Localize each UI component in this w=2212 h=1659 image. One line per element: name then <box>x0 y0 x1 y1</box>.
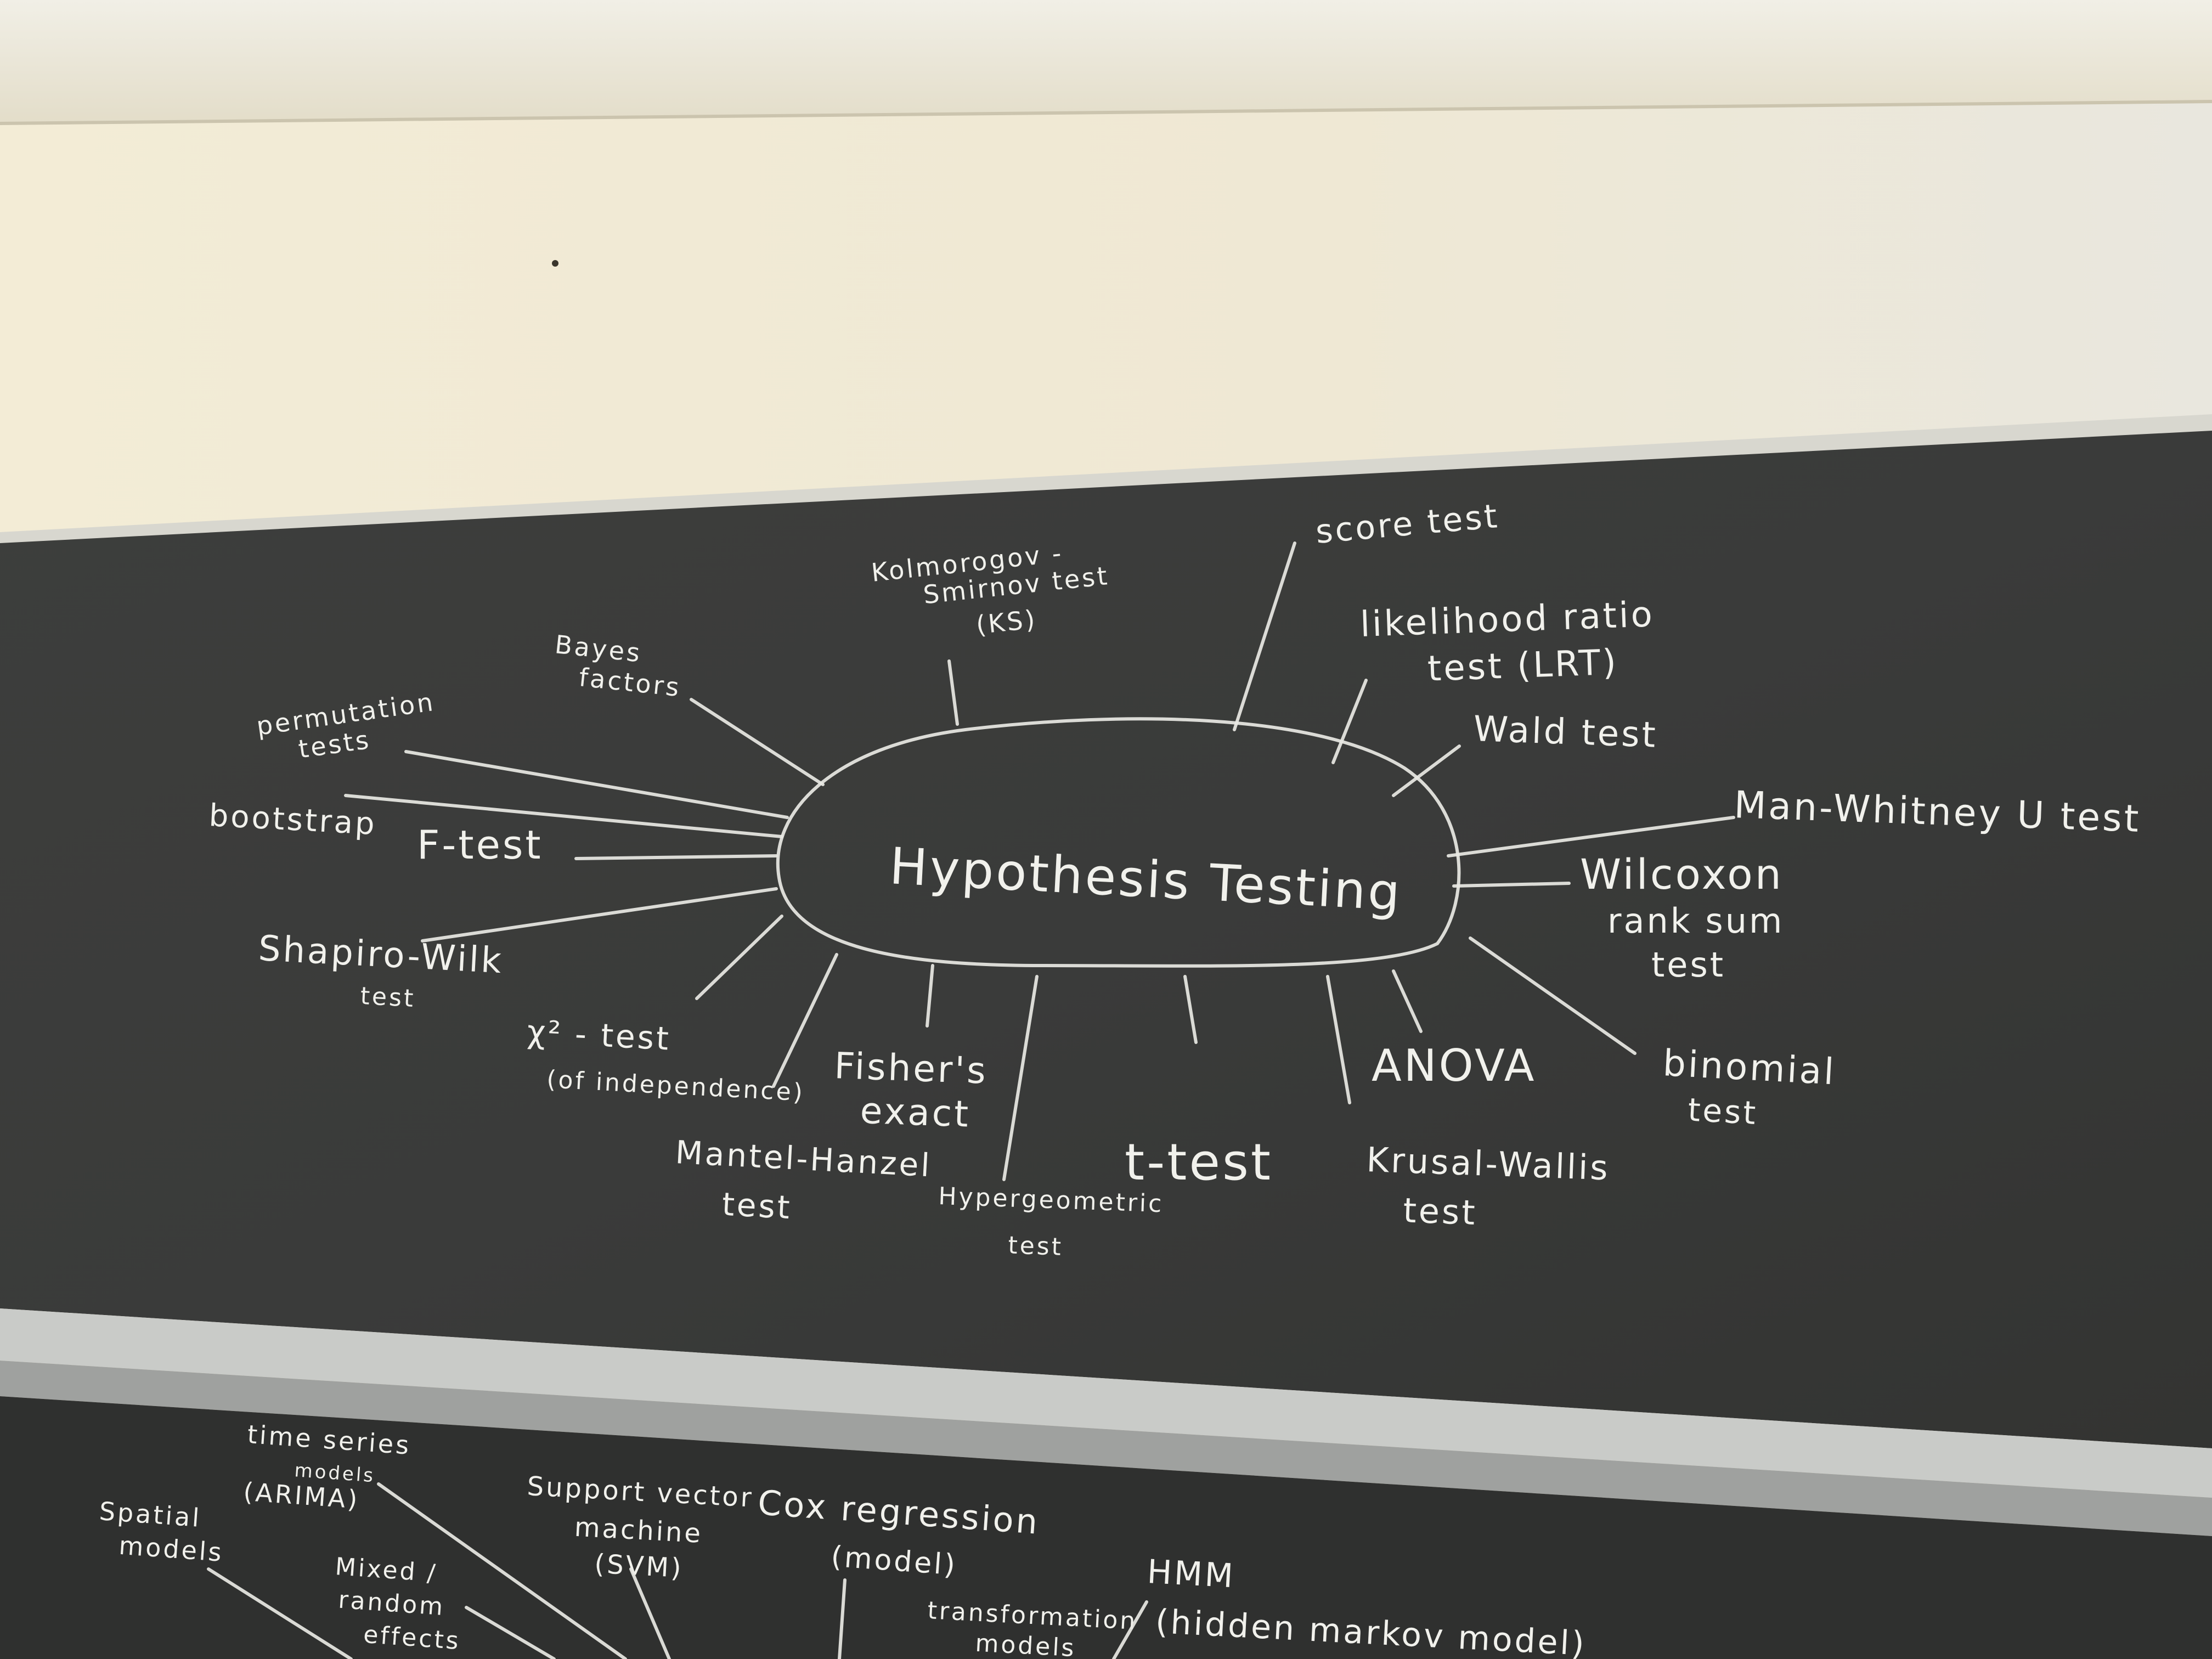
ceiling-edge <box>0 100 2212 125</box>
topic-spatial-models: Spatial models <box>96 1496 227 1567</box>
chalk-tray-shadow <box>0 1361 2212 1536</box>
lower-board-topics: Spatial models time series models (ARIMA… <box>96 1419 1587 1659</box>
chalk-tray <box>0 1308 2212 1498</box>
topic-likelihood-ratio-test: likelihood ratio test (LRT) <box>1359 594 1670 691</box>
lower-connector-lines <box>207 1482 1148 1659</box>
topic-binomial-test: binomial test <box>1660 1042 1850 1137</box>
ceiling <box>0 0 2212 123</box>
topic-wald-test: Wald test <box>1472 709 1658 756</box>
topic-anova: ANOVA <box>1372 1040 1536 1091</box>
lower-board <box>0 1396 2212 1659</box>
wall-screw <box>552 260 558 267</box>
topic-f-test: F-test <box>417 822 543 868</box>
topic-t-test: t-test <box>1125 1133 1273 1192</box>
topic-fishers-exact: Fisher's exact <box>832 1045 1002 1137</box>
connector-lines <box>344 541 1735 1181</box>
topic-kruskal-wallis: Krusal-Wallis test <box>1364 1139 1623 1238</box>
upper-board <box>0 431 2212 1448</box>
topic-bootstrap: bootstrap <box>208 798 377 842</box>
topic-wilcoxon: Wilcoxon rank sum test <box>1580 850 1800 985</box>
